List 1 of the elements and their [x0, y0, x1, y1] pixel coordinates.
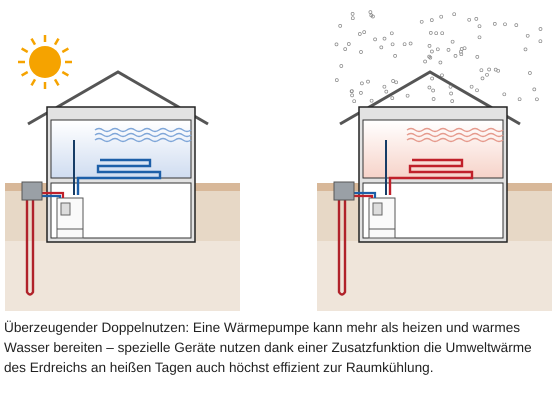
caption: Überzeugender Doppelnutzen: Eine Wärmepumpe kann mehr als heizen und warmes Wasser bereiten – spezielle Geräte nutzen dank einer Zusatzfunktion die Umweltwärme des Erdreichs an heißen Tagen auch höchst effizient zur Raumkühlung.	[4, 319, 533, 377]
